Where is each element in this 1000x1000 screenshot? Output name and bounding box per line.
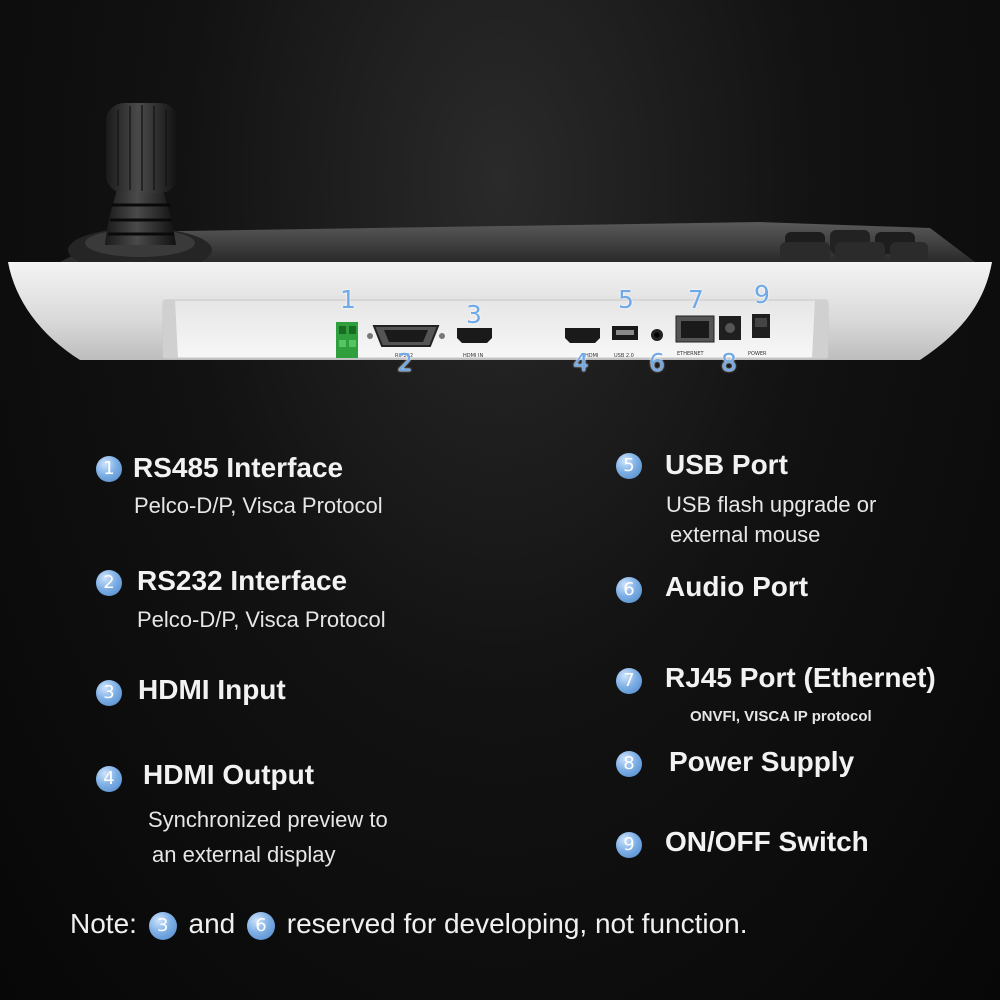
note-and: and bbox=[188, 908, 236, 939]
callout-9: 9 bbox=[754, 280, 770, 309]
feature-8-number: 8 bbox=[616, 751, 642, 777]
feature-8-title: Power Supply bbox=[669, 746, 855, 777]
callout-2: 2 bbox=[397, 348, 413, 377]
hdmi-out-port bbox=[565, 328, 600, 343]
feature-4-desc-line-2: an external display bbox=[152, 842, 336, 867]
feature-4-number: 4 bbox=[96, 766, 122, 792]
keypad bbox=[780, 230, 928, 262]
feature-7-title: RJ45 Port (Ethernet) bbox=[665, 662, 936, 693]
joystick-boot bbox=[105, 185, 176, 245]
note-number-6: 6 bbox=[247, 911, 275, 940]
feature-4-desc-line-1: Synchronized preview to bbox=[148, 807, 388, 832]
feature-4-title: HDMI Output bbox=[143, 759, 315, 790]
callout-4: 4 bbox=[573, 348, 589, 377]
callout-6: 6 bbox=[649, 348, 665, 377]
feature-2-number: 2 bbox=[96, 570, 122, 596]
feature-7-desc: ONVFI, VISCA IP protocol bbox=[690, 708, 872, 725]
feature-6-number: 6 bbox=[616, 577, 642, 603]
note-number-3: 3 bbox=[148, 911, 177, 940]
ptz-keyboard-controller-photo: RS-232 HDMI IN HDMI USB 2.0 ETHERNET POW… bbox=[8, 103, 992, 360]
rs485-terminal bbox=[336, 322, 358, 358]
feature-6-title: Audio Port bbox=[665, 571, 809, 602]
rs232-port bbox=[367, 325, 445, 347]
feature-7-number: 7 bbox=[616, 668, 642, 694]
feature-3-title: HDMI Input bbox=[138, 674, 286, 705]
feature-1-title: RS485 Interface bbox=[133, 452, 344, 483]
feature-1-desc: Pelco-D/P, Visca Protocol bbox=[134, 493, 383, 518]
feature-3-number: 3 bbox=[96, 680, 122, 706]
callout-7: 7 bbox=[688, 285, 704, 314]
feature-2-title: RS232 Interface bbox=[137, 565, 348, 596]
callout-5: 5 bbox=[618, 285, 634, 314]
feature-5-number: 5 bbox=[616, 453, 642, 479]
hdmi-in-port bbox=[457, 328, 492, 343]
usb-label: USB 2.0 bbox=[614, 353, 634, 359]
feature-5-title: USB Port bbox=[665, 449, 788, 480]
footnote: Note: 3 and 6 reserved for developing, n… bbox=[70, 908, 748, 940]
hdmi-out-label: HDMI bbox=[585, 353, 598, 359]
note-prefix: Note: bbox=[70, 908, 137, 939]
rs232-label: RS-232 bbox=[395, 353, 413, 359]
feature-9-title: ON/OFF Switch bbox=[665, 826, 869, 857]
feature-5-desc-line-1: USB flash upgrade or bbox=[666, 492, 877, 517]
feature-5-desc-line-2: external mouse bbox=[670, 522, 821, 547]
feature-1-number: 1 bbox=[96, 456, 122, 482]
callout-3: 3 bbox=[466, 300, 482, 329]
power-label: POWER bbox=[748, 351, 767, 357]
feature-9-number: 9 bbox=[616, 832, 642, 858]
hdmi-in-label: HDMI IN bbox=[463, 353, 483, 359]
callout-8: 8 bbox=[721, 348, 737, 377]
callout-1: 1 bbox=[340, 285, 356, 314]
top-surface bbox=[60, 222, 975, 262]
ethernet-label: ETHERNET bbox=[677, 351, 705, 357]
feature-2-desc: Pelco-D/P, Visca Protocol bbox=[137, 607, 386, 632]
note-suffix: reserved for developing, not function. bbox=[286, 908, 748, 939]
